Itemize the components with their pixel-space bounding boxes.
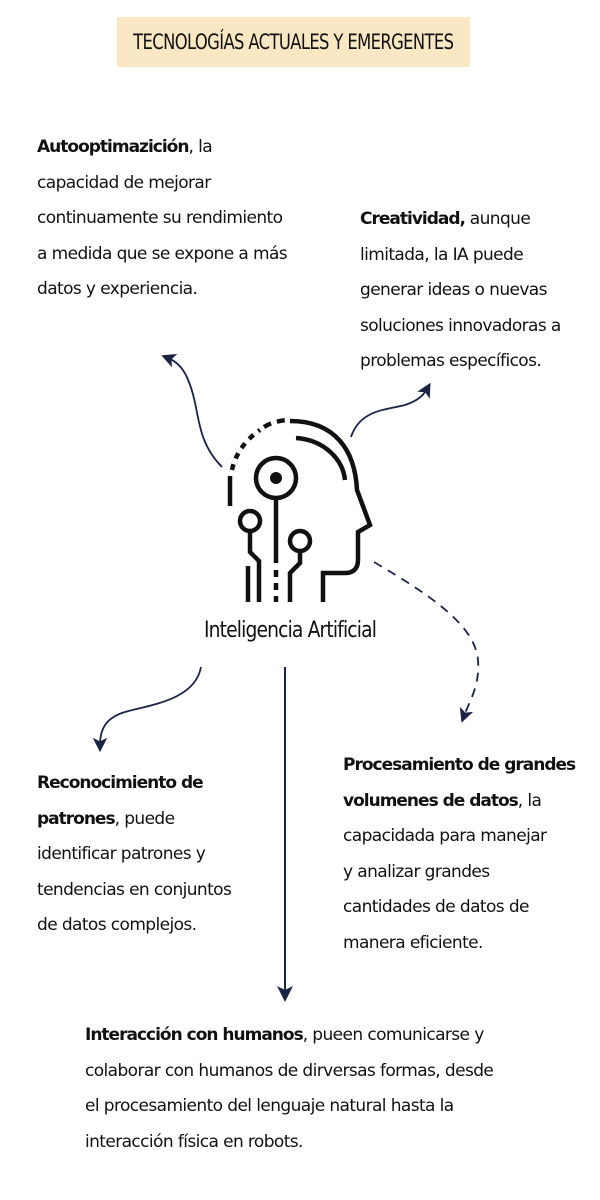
node-text: generar ideas o nuevas bbox=[360, 280, 547, 300]
node-text: soluciones innovadoras a bbox=[360, 315, 561, 336]
node-text: capacidad de mejorar bbox=[37, 172, 211, 193]
node-term: Interacción con humanos bbox=[85, 1025, 304, 1045]
node-text: identificar patrones y bbox=[37, 844, 206, 864]
node-text: , pueen comunicarse y bbox=[302, 1025, 485, 1045]
node-text: de datos complejos. bbox=[37, 915, 197, 935]
arrow-to-procesamiento bbox=[373, 561, 480, 723]
node-reconocimiento: Reconocimiento de patrones, puede identi… bbox=[37, 766, 277, 944]
node-text: datos y experiencia. bbox=[37, 279, 198, 299]
title-banner: TECNOLOGÍAS ACTUALES Y EMERGENTES bbox=[117, 17, 470, 67]
node-text: manera eficiente. bbox=[343, 932, 483, 953]
node-text: a medida que se expone a más bbox=[37, 243, 288, 264]
arrow-to-creatividad bbox=[350, 382, 431, 438]
node-interaccion: Interacción con humanos, pueen comunicar… bbox=[85, 1018, 515, 1160]
node-text: el procesamiento del lenguaje natural ha… bbox=[85, 1096, 454, 1116]
node-term: volumenes de datos bbox=[343, 790, 519, 811]
arrow-to-autooptimizacion bbox=[161, 353, 223, 468]
node-text: , puede bbox=[114, 808, 175, 829]
node-text: problemas específicos. bbox=[360, 351, 542, 371]
ai-head-circuit-icon bbox=[227, 417, 373, 602]
center-label: Inteligencia Artificial bbox=[203, 618, 377, 643]
node-term: Procesamiento de grandes bbox=[343, 755, 576, 775]
node-procesamiento: Procesamiento de grandes volumenes de da… bbox=[343, 748, 593, 961]
node-text: capacidada para manejar bbox=[343, 826, 547, 846]
node-text: y analizar grandes bbox=[343, 861, 490, 882]
node-creatividad: Creatividad, aunque limitada, la IA pued… bbox=[360, 202, 590, 380]
node-autooptimizacion: Autooptimazición, la capacidad de mejora… bbox=[37, 130, 327, 308]
node-text: colaborar con humanos de dirversas forma… bbox=[85, 1060, 494, 1081]
node-term: Creatividad, bbox=[360, 209, 466, 229]
arrow-to-reconocimiento bbox=[92, 666, 202, 753]
node-text: limitada, la IA puede bbox=[360, 244, 524, 265]
node-term: Autooptimazición bbox=[37, 137, 189, 157]
node-text: continuamente su rendimiento bbox=[37, 208, 283, 228]
node-text: , la bbox=[517, 790, 542, 811]
node-text: tendencias en conjuntos bbox=[37, 879, 232, 900]
page-title: TECNOLOGÍAS ACTUALES Y EMERGENTES bbox=[133, 30, 454, 54]
node-text: , la bbox=[188, 137, 213, 157]
node-text: cantidades de datos de bbox=[343, 897, 529, 917]
node-text: aunque bbox=[465, 209, 531, 229]
node-term: Reconocimiento de bbox=[37, 773, 204, 793]
node-text: interacción física en robots. bbox=[85, 1131, 303, 1152]
node-term: patrones bbox=[37, 808, 116, 829]
